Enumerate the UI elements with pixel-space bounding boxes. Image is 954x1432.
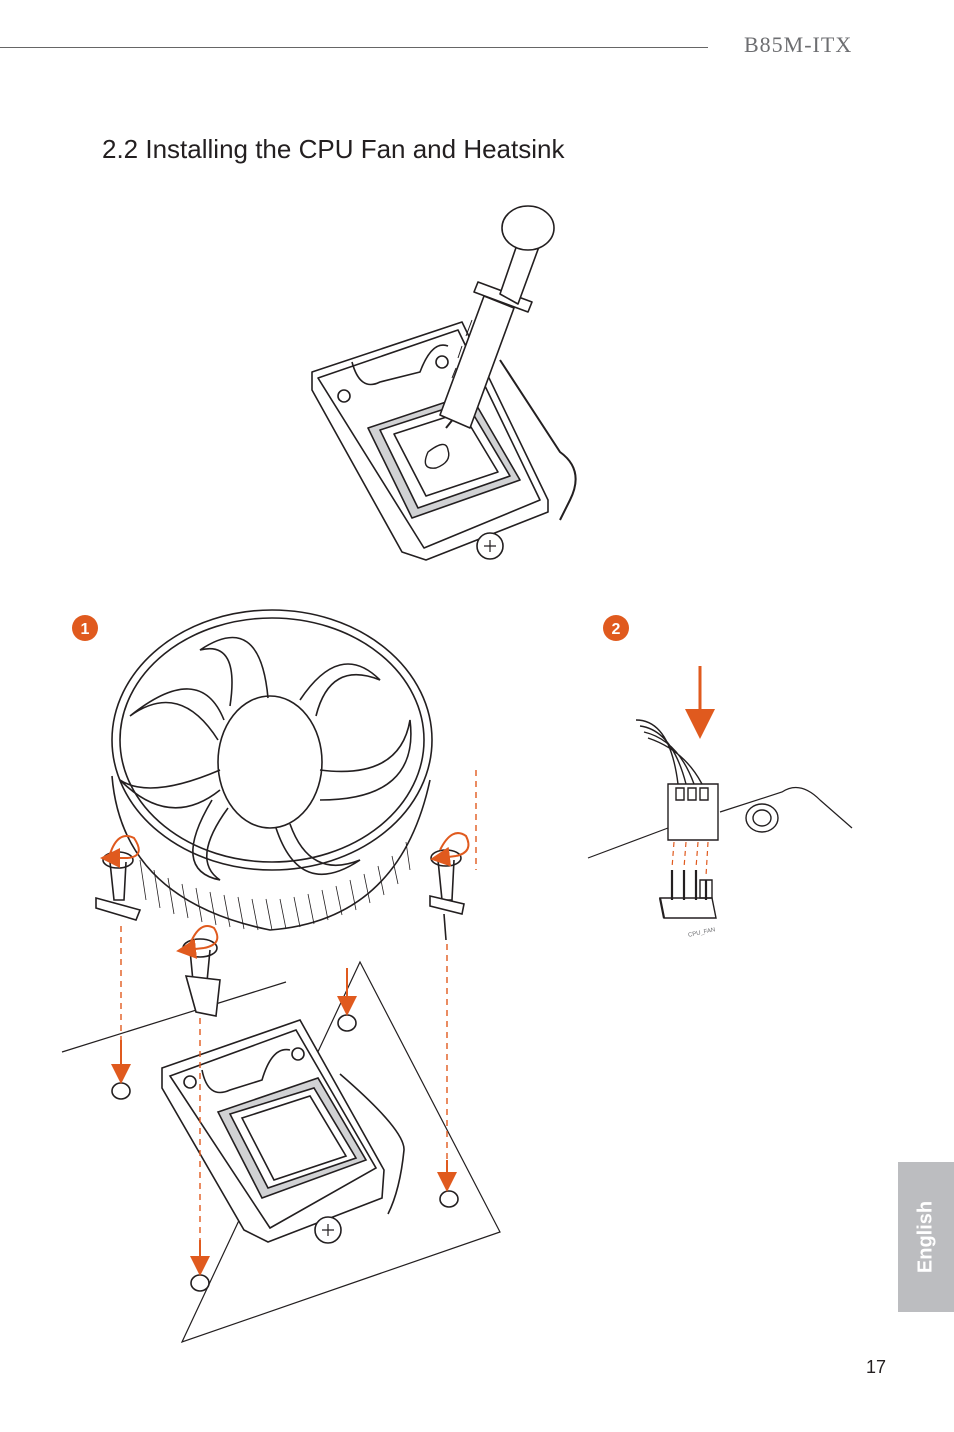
thermal-paste-illustration [311, 205, 577, 561]
svg-text:1: 1 [81, 621, 90, 638]
step-2-badge: 2 [603, 615, 629, 641]
push-pin-right [429, 849, 465, 941]
page-number: 17 [866, 1357, 887, 1377]
step-1-badge: 1 [72, 615, 98, 641]
heatsink-fan-illustration [61, 609, 501, 1344]
rotation-arrows [100, 832, 470, 959]
insert-arrows [111, 968, 457, 1276]
push-pin-left [95, 851, 142, 921]
header-rule [0, 47, 708, 48]
model-name: B85M-ITX [744, 32, 853, 57]
cpu-fan-label: CPU_FAN [688, 927, 716, 939]
connector-guides [671, 841, 709, 877]
fan-connector-illustration [587, 719, 853, 919]
language-tab: English [898, 1162, 954, 1312]
svg-text:2: 2 [612, 621, 621, 638]
thermal-paste-syringe [439, 205, 555, 429]
language-label: English [914, 1200, 937, 1274]
section-title: 2.2 Installing the CPU Fan and Heatsink [102, 134, 565, 164]
